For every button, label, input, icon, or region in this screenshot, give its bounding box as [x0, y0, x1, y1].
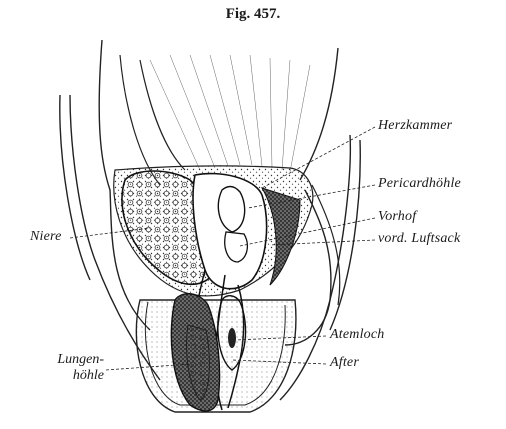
label-herzkammer: Herzkammer — [378, 118, 452, 134]
label-vorhof: Vorhof — [378, 209, 416, 225]
label-atemloch: Atemloch — [330, 327, 384, 343]
label-luftsack: vord. Luftsack — [378, 231, 460, 247]
hatching — [150, 55, 310, 172]
label-lungenhoehle-line2: höhle — [30, 368, 104, 384]
label-niere: Niere — [30, 229, 62, 245]
label-after: After — [330, 355, 359, 371]
label-lungenhoehle: Lungen- höhle — [30, 352, 104, 384]
label-lungenhoehle-line1: Lungen- — [30, 352, 104, 368]
label-pericardhoehle: Pericardhöhle — [378, 176, 461, 192]
